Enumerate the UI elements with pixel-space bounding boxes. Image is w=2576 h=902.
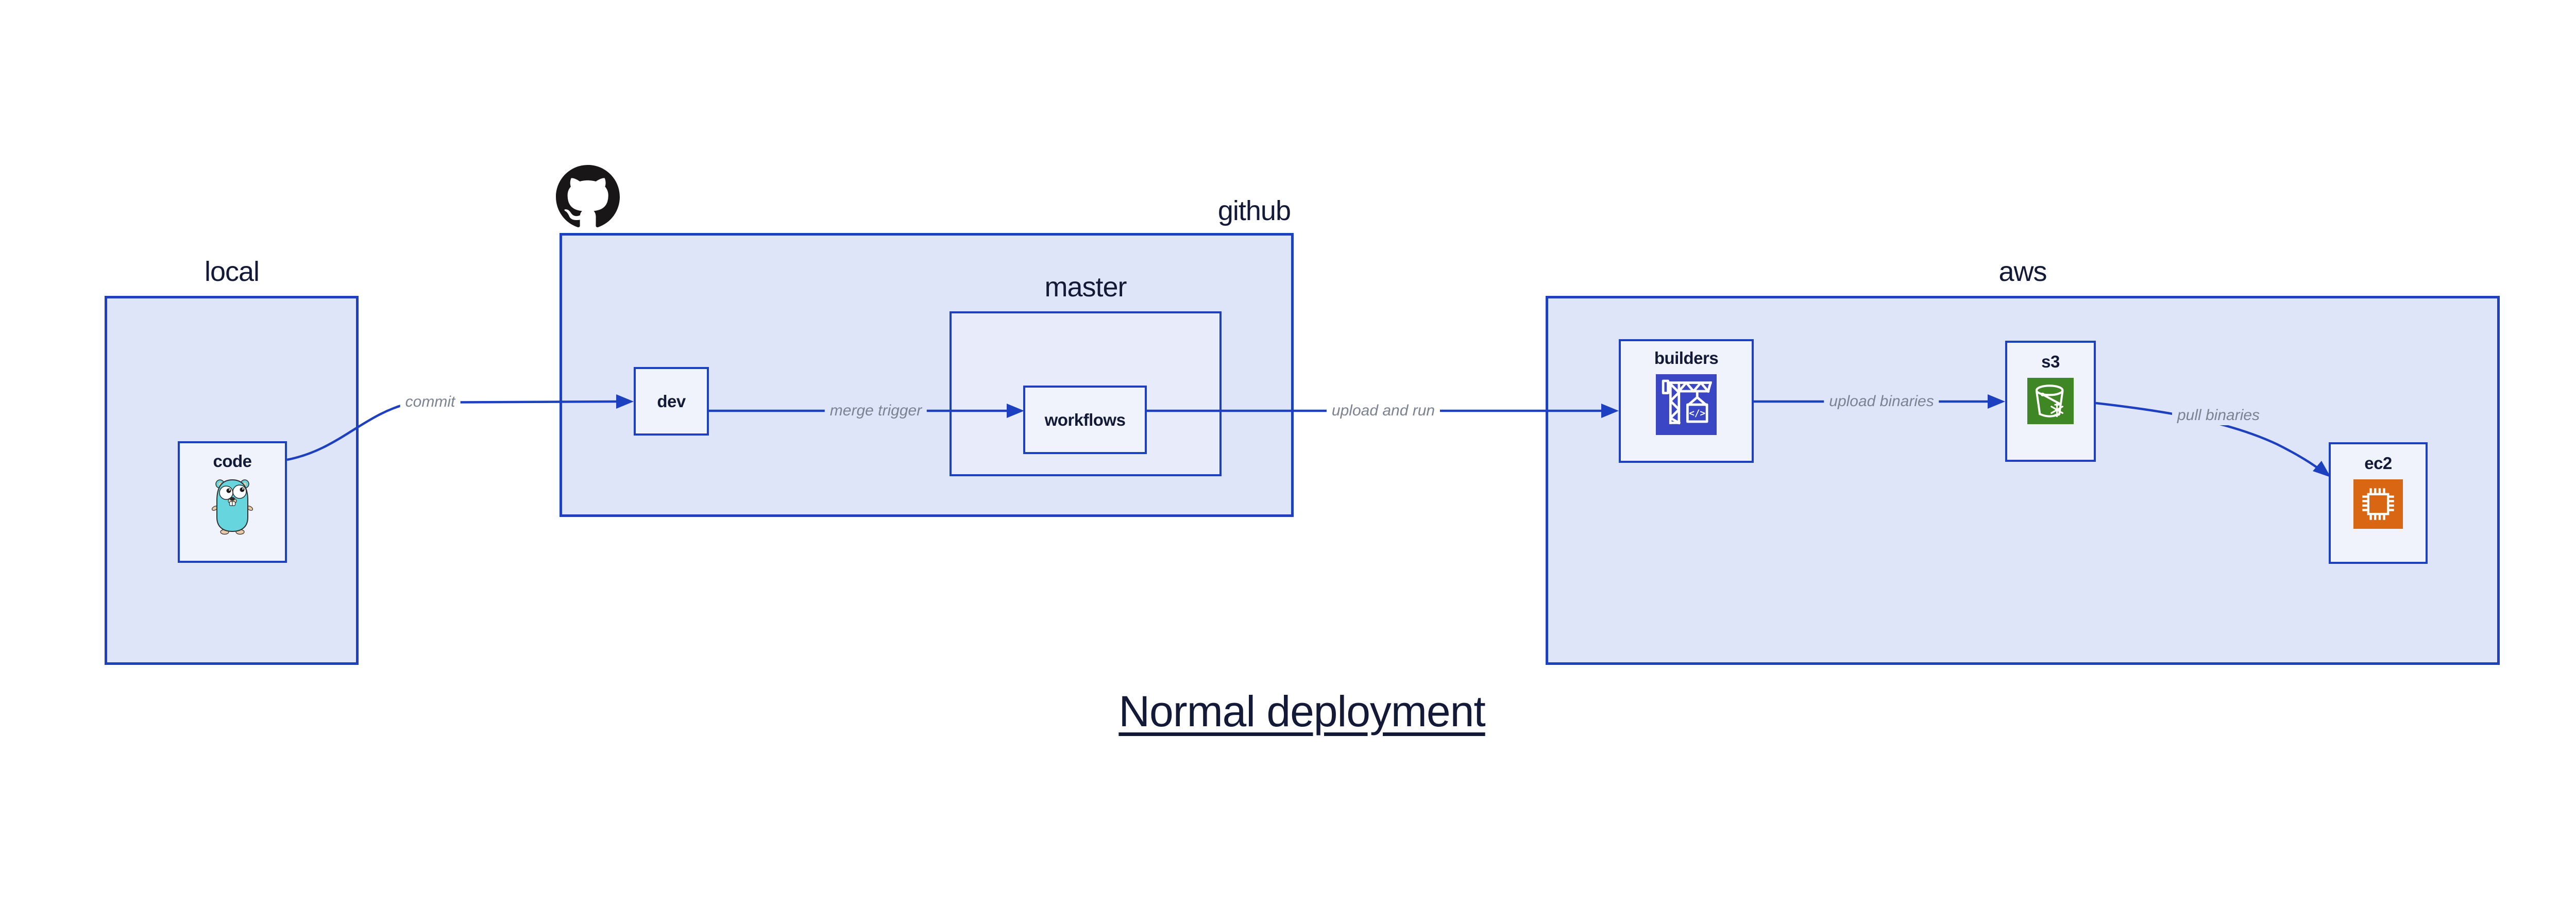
codebuild-crane-icon: </>	[1656, 374, 1717, 435]
node-workflows-label: workflows	[1044, 410, 1126, 429]
s3-glacier-bucket-icon	[2027, 378, 2074, 424]
svg-text:</>: </>	[1689, 408, 1705, 419]
node-workflows: workflows	[1023, 386, 1147, 454]
node-builders-label: builders	[1654, 348, 1719, 368]
node-ec2-label: ec2	[2364, 454, 2392, 473]
node-builders: builders </>	[1619, 339, 1754, 463]
diagram-title: Normal deployment	[1118, 687, 1485, 736]
group-label-master: master	[1044, 272, 1127, 303]
edge-label-commit: commit	[400, 392, 461, 412]
group-label-github: github	[1217, 195, 1291, 226]
node-dev: dev	[634, 367, 709, 436]
edge-label-pull-binaries: pull binaries	[2172, 406, 2265, 425]
edge-label-upload-binaries: upload binaries	[1824, 392, 1939, 411]
node-code: code	[178, 441, 287, 563]
group-label-aws: aws	[1998, 256, 2047, 287]
node-s3: s3	[2005, 341, 2096, 462]
go-gopher-icon	[212, 479, 253, 535]
ec2-chip-icon	[2353, 479, 2403, 529]
github-octocat-logo	[556, 165, 620, 231]
node-code-label: code	[213, 452, 252, 471]
edge-label-merge-trigger: merge trigger	[824, 401, 927, 421]
group-label-local: local	[204, 256, 260, 287]
edge-label-upload-and-run: upload and run	[1326, 401, 1440, 421]
node-ec2: ec2	[2329, 442, 2428, 564]
node-s3-label: s3	[2041, 352, 2060, 371]
node-dev-label: dev	[657, 391, 686, 411]
